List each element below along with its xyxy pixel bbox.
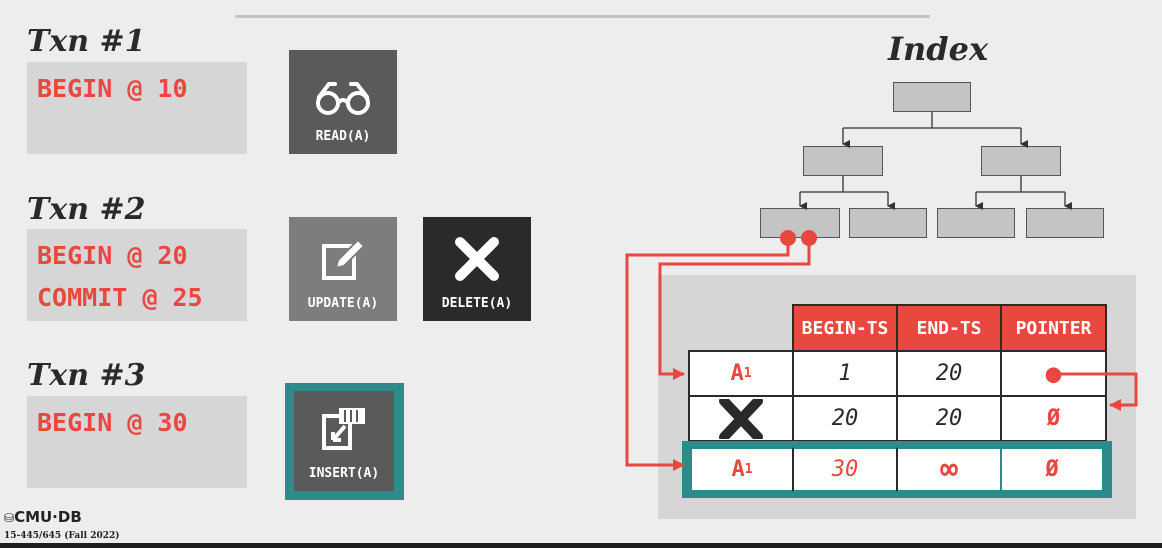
row2-end-ts: 20 bbox=[896, 395, 1002, 442]
index-leaf-node-1 bbox=[760, 208, 840, 238]
txn1-box: BEGIN @ 10 bbox=[27, 62, 247, 154]
index-leaf-node-2 bbox=[849, 208, 927, 238]
row1-begin-ts: 1 bbox=[792, 350, 898, 397]
course-label: 15-445/645 (Fall 2022) bbox=[4, 531, 120, 541]
insert-op-label: INSERT(A) bbox=[308, 466, 380, 481]
header-pointer: POINTER bbox=[1000, 304, 1107, 352]
update-op-label: UPDATE(A) bbox=[307, 296, 379, 311]
insert-op-tile: INSERT(A) bbox=[294, 391, 394, 491]
row3-end-ts: ∞ bbox=[896, 447, 1002, 492]
txn3-box: BEGIN @ 30 bbox=[27, 396, 247, 488]
read-op-tile: READ(A) bbox=[289, 50, 397, 154]
top-divider bbox=[235, 15, 930, 18]
insert-icon bbox=[322, 408, 365, 450]
row2-pointer: Ø bbox=[1000, 395, 1107, 442]
txn1-line1: BEGIN @ 10 bbox=[37, 74, 188, 103]
txn2-line1: BEGIN @ 20 bbox=[37, 241, 188, 270]
txn2-box: BEGIN @ 20 COMMIT @ 25 bbox=[27, 229, 247, 321]
txn2-line2: COMMIT @ 25 bbox=[37, 283, 203, 312]
cmu-db-logo: ⛁CMU·DB bbox=[4, 508, 82, 526]
deleted-x-icon bbox=[719, 398, 763, 439]
index-leaf-node-4 bbox=[1026, 208, 1104, 238]
edit-icon bbox=[322, 238, 366, 280]
index-inner-node-right bbox=[981, 146, 1061, 176]
bottom-bar bbox=[0, 543, 1162, 548]
row3-version-sub: 1 bbox=[744, 462, 753, 477]
txn3-line1: BEGIN @ 30 bbox=[37, 408, 188, 437]
index-root-node bbox=[893, 82, 971, 112]
txn1-title: Txn #1 bbox=[27, 24, 146, 59]
index-entry-dot-1 bbox=[780, 230, 796, 246]
index-title: Index bbox=[888, 30, 989, 68]
logo-text: CMU·DB bbox=[14, 508, 82, 526]
index-entry-dot-2 bbox=[801, 230, 817, 246]
txn3-title: Txn #3 bbox=[27, 358, 146, 393]
delete-op-label: DELETE(A) bbox=[441, 296, 513, 311]
delete-op-tile: DELETE(A) bbox=[423, 217, 531, 321]
x-icon bbox=[455, 237, 499, 281]
txn2-title: Txn #2 bbox=[27, 192, 146, 227]
row3-pointer: Ø bbox=[1000, 447, 1104, 492]
database-icon: ⛁ bbox=[4, 511, 15, 525]
row3-begin-ts: 30 bbox=[792, 447, 898, 492]
row3-version-name: A bbox=[731, 457, 745, 482]
header-begin-ts: BEGIN-TS bbox=[792, 304, 898, 352]
row1-version-sub: 1 bbox=[743, 366, 752, 381]
update-op-tile: UPDATE(A) bbox=[289, 217, 397, 321]
row2-begin-ts: 20 bbox=[792, 395, 898, 442]
row1-version-name: A bbox=[730, 361, 744, 386]
glasses-icon bbox=[316, 82, 370, 115]
read-op-label: READ(A) bbox=[315, 129, 371, 144]
